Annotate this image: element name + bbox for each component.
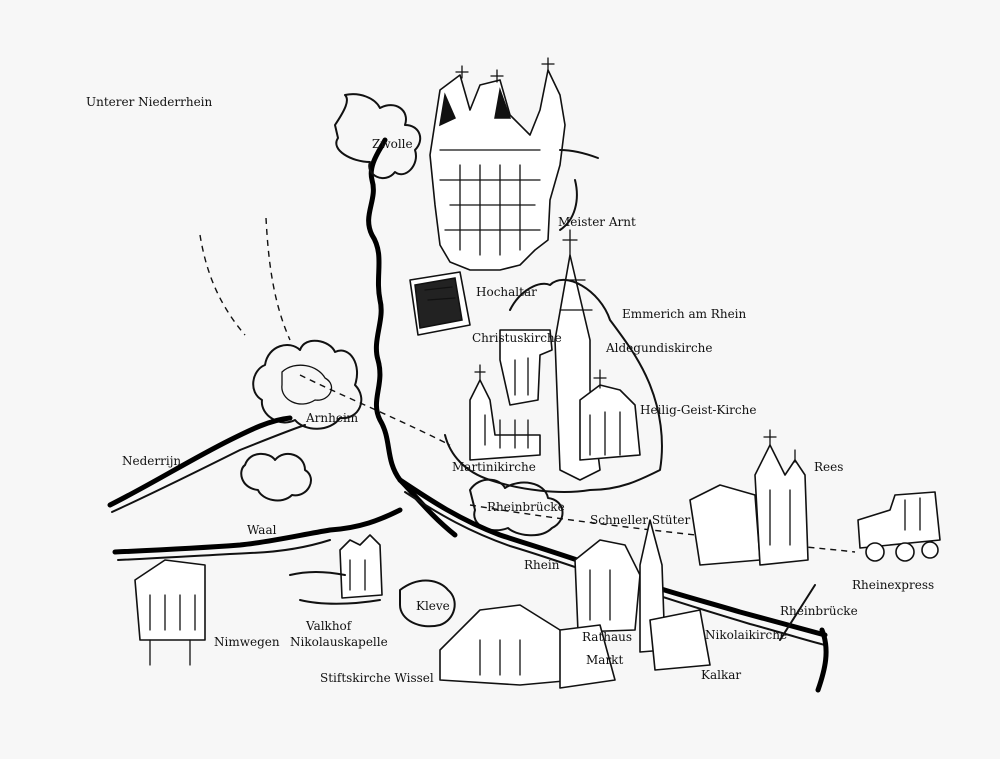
label-waal: Waal — [247, 523, 277, 537]
nimwegen-houses — [134, 559, 206, 666]
kleve-outline — [399, 579, 456, 628]
waal-river — [112, 507, 403, 555]
arnheim-outline — [252, 339, 363, 430]
label-rathaus: Rathaus — [582, 630, 633, 644]
label-rheinexpress: Rheinexpress — [852, 578, 935, 592]
label-emmerich: Emmerich am Rhein — [622, 307, 747, 321]
rheinbruecke-bridge — [779, 584, 816, 641]
label-kleve: Kleve — [416, 599, 450, 613]
heilig-geist-kirche — [579, 369, 641, 461]
label-martinikirche: Martinikirche — [452, 460, 536, 474]
label-valkhof: Valkhof — [306, 619, 352, 633]
rheinbruecke-cloud — [469, 478, 564, 537]
rheinexpress-train — [857, 491, 941, 562]
label-rees: Rees — [814, 460, 844, 474]
railway-route-4 — [469, 504, 856, 553]
label-schneller-stueter: Schneller Stüter — [590, 513, 691, 527]
nederrijn-bank — [111, 424, 306, 513]
map-title: Unterer Niederrhein — [86, 95, 213, 109]
label-rheinbruecke-1: Rheinbrücke — [487, 500, 565, 514]
martinikirche — [469, 364, 541, 461]
waal-bank — [117, 539, 331, 561]
label-aldegundiskirche: Aldegundiskirche — [606, 341, 713, 355]
rhein-south — [815, 627, 829, 693]
label-markt: Markt — [586, 653, 624, 667]
label-nimwegen: Nimwegen — [214, 635, 280, 649]
emmerich-church — [429, 57, 599, 271]
label-heilig-geist-kirche: Heilig-Geist-Kirche — [640, 403, 757, 417]
label-hochaltar: Hochaltar — [476, 285, 537, 299]
label-kalkar: Kalkar — [701, 668, 742, 682]
arnheim-inner — [281, 364, 333, 405]
label-arnheim: Arnheim — [306, 411, 359, 425]
valkhof — [289, 534, 383, 605]
rees-church — [689, 429, 809, 566]
label-rhein: Rhein — [524, 558, 560, 572]
christuskirche — [499, 329, 553, 406]
zwolle-outline — [334, 93, 422, 179]
label-nikolauskapelle: Nikolauskapelle — [290, 635, 388, 649]
ijssel-river — [366, 137, 458, 538]
railway-route-3 — [299, 374, 451, 446]
nederrijn-river — [107, 415, 293, 508]
railway-route-2 — [265, 217, 291, 341]
label-rheinbruecke-2: Rheinbrücke — [780, 604, 858, 618]
label-nederrijn: Nederrijn — [122, 454, 182, 468]
label-meister-arnt: Meister Arnt — [558, 215, 636, 229]
label-christuskirche: Christuskirche — [472, 331, 562, 345]
railway-route-1 — [199, 234, 246, 336]
cloud-small — [240, 452, 312, 502]
label-nikolaikirche: Nikolaikirche — [705, 628, 788, 642]
kalkar-buildings — [439, 519, 711, 689]
label-zwolle: Zwolle — [372, 137, 413, 151]
label-stiftskirche-wissel: Stiftskirche Wissel — [320, 671, 434, 685]
